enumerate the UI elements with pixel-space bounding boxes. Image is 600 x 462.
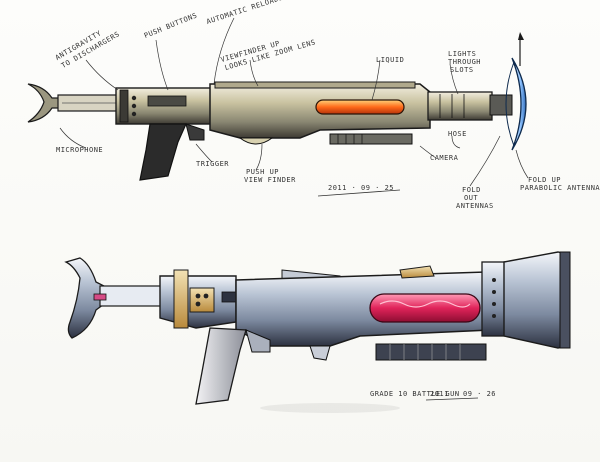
top-camera-scope <box>329 133 413 145</box>
top-liquid-chamber <box>315 99 405 115</box>
top-barrel <box>427 91 493 121</box>
label-slots: slots <box>450 66 474 74</box>
label-trigger: Trigger <box>196 160 230 168</box>
label-lights: Lights <box>448 50 477 58</box>
label-parabolic-antenna: parabolic antenna <box>520 184 600 192</box>
bottom-date: 2011 · 09 · 26 <box>430 390 497 398</box>
top-pistol-grip <box>139 123 187 181</box>
bottom-pistol-grip <box>195 327 247 405</box>
bottom-under-scope <box>375 343 487 361</box>
top-date: 2011 · 09 · 25 <box>328 184 395 192</box>
bottom-gun <box>64 251 571 413</box>
top-stock-fork <box>27 83 61 123</box>
label-liquid: Liquid <box>376 56 405 64</box>
top-leader-lines <box>59 17 529 187</box>
label-out: out <box>464 194 479 202</box>
label-hose: Hose <box>448 130 467 138</box>
label-through: through <box>448 58 482 66</box>
label-push-up: Push up <box>246 168 280 176</box>
top-trigger <box>185 123 205 141</box>
bottom-trigger <box>245 329 271 353</box>
label-fold: Fold <box>462 186 481 194</box>
label-microphone: Microphone <box>56 146 104 154</box>
bottom-caption: Grade 10 Battle Gun <box>370 390 460 398</box>
bottom-energy-chamber <box>369 293 481 323</box>
bottom-stock-fork <box>64 257 105 339</box>
label-fold-up: Fold up <box>528 176 562 184</box>
label-antennas: antennas <box>456 202 494 210</box>
top-parabolic-antenna <box>511 57 527 151</box>
bottom-muzzle <box>503 251 567 349</box>
top-gun <box>27 17 529 197</box>
bottom-barrel-collar <box>481 261 507 337</box>
label-camera: Camera <box>430 154 459 162</box>
bottom-stock-rod <box>99 285 165 307</box>
label-view-finder: view finder <box>244 176 296 184</box>
